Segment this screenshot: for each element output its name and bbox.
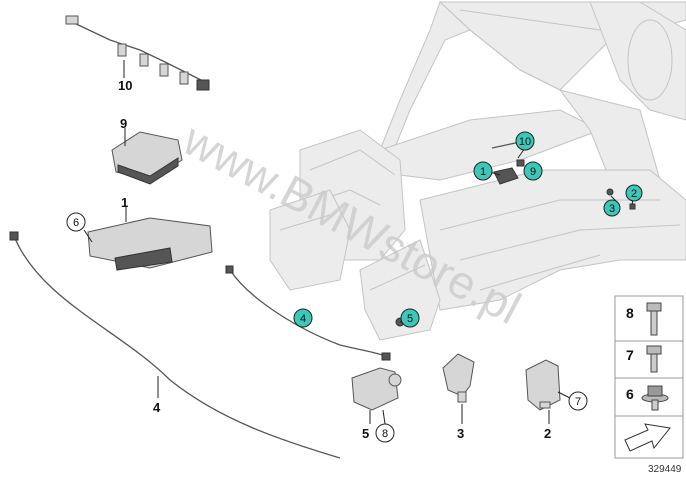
- label-part-2: 2: [544, 426, 551, 441]
- callout-4-text: 4: [300, 313, 306, 325]
- callout-10-text: 10: [519, 136, 531, 148]
- leader-8: [382, 409, 386, 425]
- label-part-10: 10: [118, 78, 132, 93]
- bolt-short-icon: [646, 345, 662, 373]
- legend-item-6: 6: [626, 385, 669, 411]
- installed-parts: [395, 141, 636, 327]
- bolt-icon: [646, 302, 662, 336]
- callout-4: 4: [293, 308, 313, 328]
- part-sensor-module: [111, 128, 183, 185]
- part-control-unit: [83, 206, 213, 271]
- callout-9-text: 9: [530, 166, 536, 178]
- label-part-6: 6: [73, 217, 79, 229]
- callout-1-text: 1: [480, 166, 486, 178]
- label-part-7: 7: [575, 396, 581, 408]
- callout-5: 5: [400, 308, 420, 328]
- callout-10: 10: [515, 131, 535, 159]
- part-sensor-bracket: [525, 359, 571, 424]
- callout-2-text: 2: [631, 188, 637, 200]
- legend-num-8: 8: [626, 305, 634, 321]
- leader-6: [83, 229, 93, 243]
- label-part-8: 8: [382, 428, 388, 440]
- part-wiring-harness: [65, 15, 210, 91]
- callout-2: 2: [625, 184, 643, 206]
- callout-5-text: 5: [407, 313, 413, 325]
- part-long-cable: [9, 231, 341, 459]
- label-part-4: 4: [153, 400, 161, 415]
- legend-item-8: 8: [626, 302, 662, 336]
- part-crash-sensor-bracket: [351, 367, 402, 425]
- label-part-7-circle: 7: [568, 391, 588, 411]
- diagram-id: 329449: [648, 464, 682, 475]
- legend-item-7: 7: [626, 345, 662, 373]
- leader-7: [557, 391, 571, 399]
- label-part-9: 9: [120, 116, 127, 131]
- part-pressure-sensor: [442, 353, 475, 424]
- callout-3-text: 3: [609, 203, 615, 215]
- callout-3: 3: [603, 195, 621, 217]
- legend-num-6: 6: [626, 386, 634, 402]
- nut-icon: [641, 385, 669, 411]
- label-part-3: 3: [457, 426, 464, 441]
- part-short-cable: [225, 265, 391, 361]
- callout-9: 9: [523, 161, 543, 181]
- direction-arrow-icon: [624, 423, 671, 452]
- label-part-8-circle: 8: [375, 423, 395, 443]
- fastener-legend: 8 7 6: [614, 295, 684, 459]
- label-part-5: 5: [362, 426, 369, 441]
- label-part-6-circle: 6: [66, 212, 86, 232]
- label-part-1: 1: [121, 195, 128, 210]
- callout-1: 1: [473, 161, 501, 181]
- legend-num-7: 7: [626, 347, 634, 363]
